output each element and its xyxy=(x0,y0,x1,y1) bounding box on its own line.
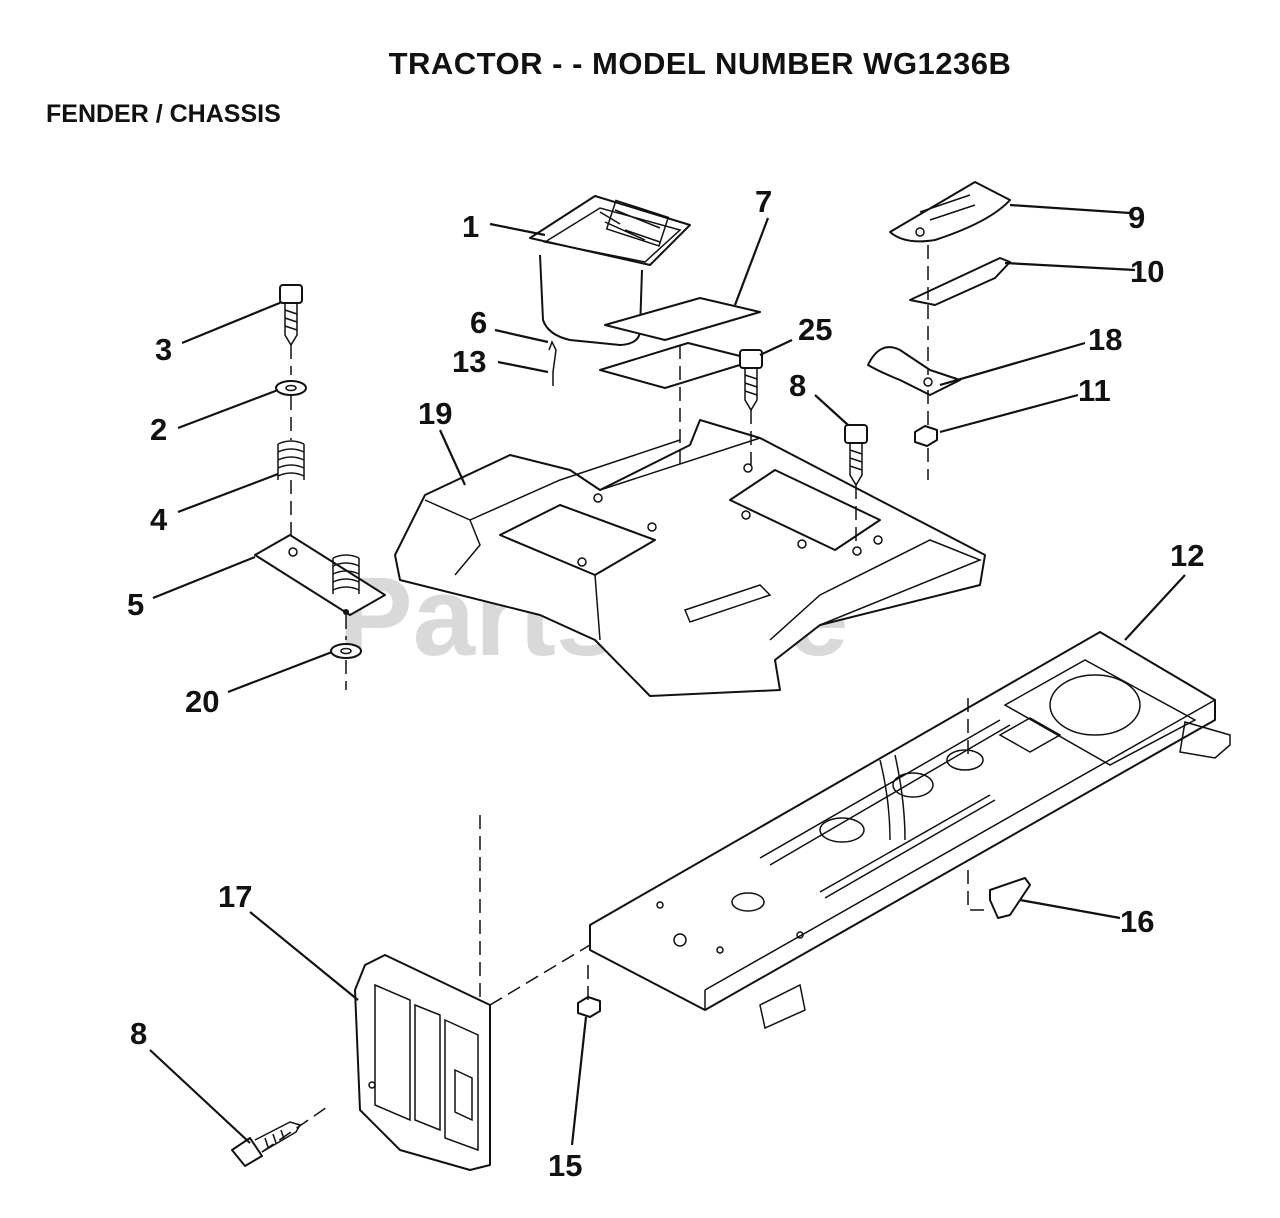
callout-15: 15 xyxy=(548,1148,582,1183)
part-7-plate[interactable] xyxy=(599,342,757,389)
callout-20: 20 xyxy=(185,684,219,719)
callout-18: 18 xyxy=(1088,322,1122,357)
callout-2: 2 xyxy=(150,412,167,447)
callout-25: 25 xyxy=(798,312,832,347)
part-8-bolt-bottom[interactable] xyxy=(231,1121,302,1167)
part-4-spring[interactable] xyxy=(277,440,305,480)
callout-16: 16 xyxy=(1120,904,1154,939)
part-25-bolt[interactable] xyxy=(739,349,763,412)
part-18-bracket[interactable] xyxy=(867,346,961,396)
part-12-chassis-frame[interactable] xyxy=(589,631,1231,1030)
callout-11: 11 xyxy=(1078,373,1111,408)
part-2-washer[interactable] xyxy=(275,380,307,396)
callout-9: 9 xyxy=(1128,200,1145,235)
part-20-washer[interactable] xyxy=(330,643,362,659)
callout-5: 5 xyxy=(127,587,144,622)
leader-lines xyxy=(149,203,1186,1146)
callout-10: 10 xyxy=(1130,254,1164,289)
part-6-pin[interactable] xyxy=(548,340,557,373)
part-19-fender[interactable] xyxy=(394,419,986,697)
part-3-bolt[interactable] xyxy=(279,284,303,347)
part-5-spring-plate[interactable] xyxy=(254,534,386,616)
part-8-bolt-top[interactable] xyxy=(844,424,868,487)
callout-8-top: 8 xyxy=(789,368,806,403)
section-subtitle: FENDER / CHASSIS xyxy=(46,100,281,128)
part-17-front-plate[interactable] xyxy=(354,954,491,1171)
callout-4: 4 xyxy=(150,502,168,537)
part-16-bracket[interactable] xyxy=(989,877,1031,919)
part-7-decal[interactable] xyxy=(604,297,761,341)
callout-17: 17 xyxy=(218,879,252,914)
callout-13: 13 xyxy=(452,344,486,379)
part-15-nut[interactable] xyxy=(577,996,601,1018)
callout-12: 12 xyxy=(1170,538,1204,573)
callout-19: 19 xyxy=(418,396,452,431)
callout-7: 7 xyxy=(755,184,772,219)
callout-8-bottom: 8 xyxy=(130,1016,147,1051)
part-9-cover[interactable] xyxy=(889,181,1011,243)
diagram-title: TRACTOR - - MODEL NUMBER WG1236B xyxy=(388,46,1012,81)
callout-6: 6 xyxy=(470,305,487,340)
part-11-nut[interactable] xyxy=(914,425,938,447)
part-10-plate[interactable] xyxy=(909,257,1011,306)
callout-3: 3 xyxy=(155,332,172,367)
assembly-line xyxy=(290,345,347,690)
callout-1: 1 xyxy=(462,209,479,244)
